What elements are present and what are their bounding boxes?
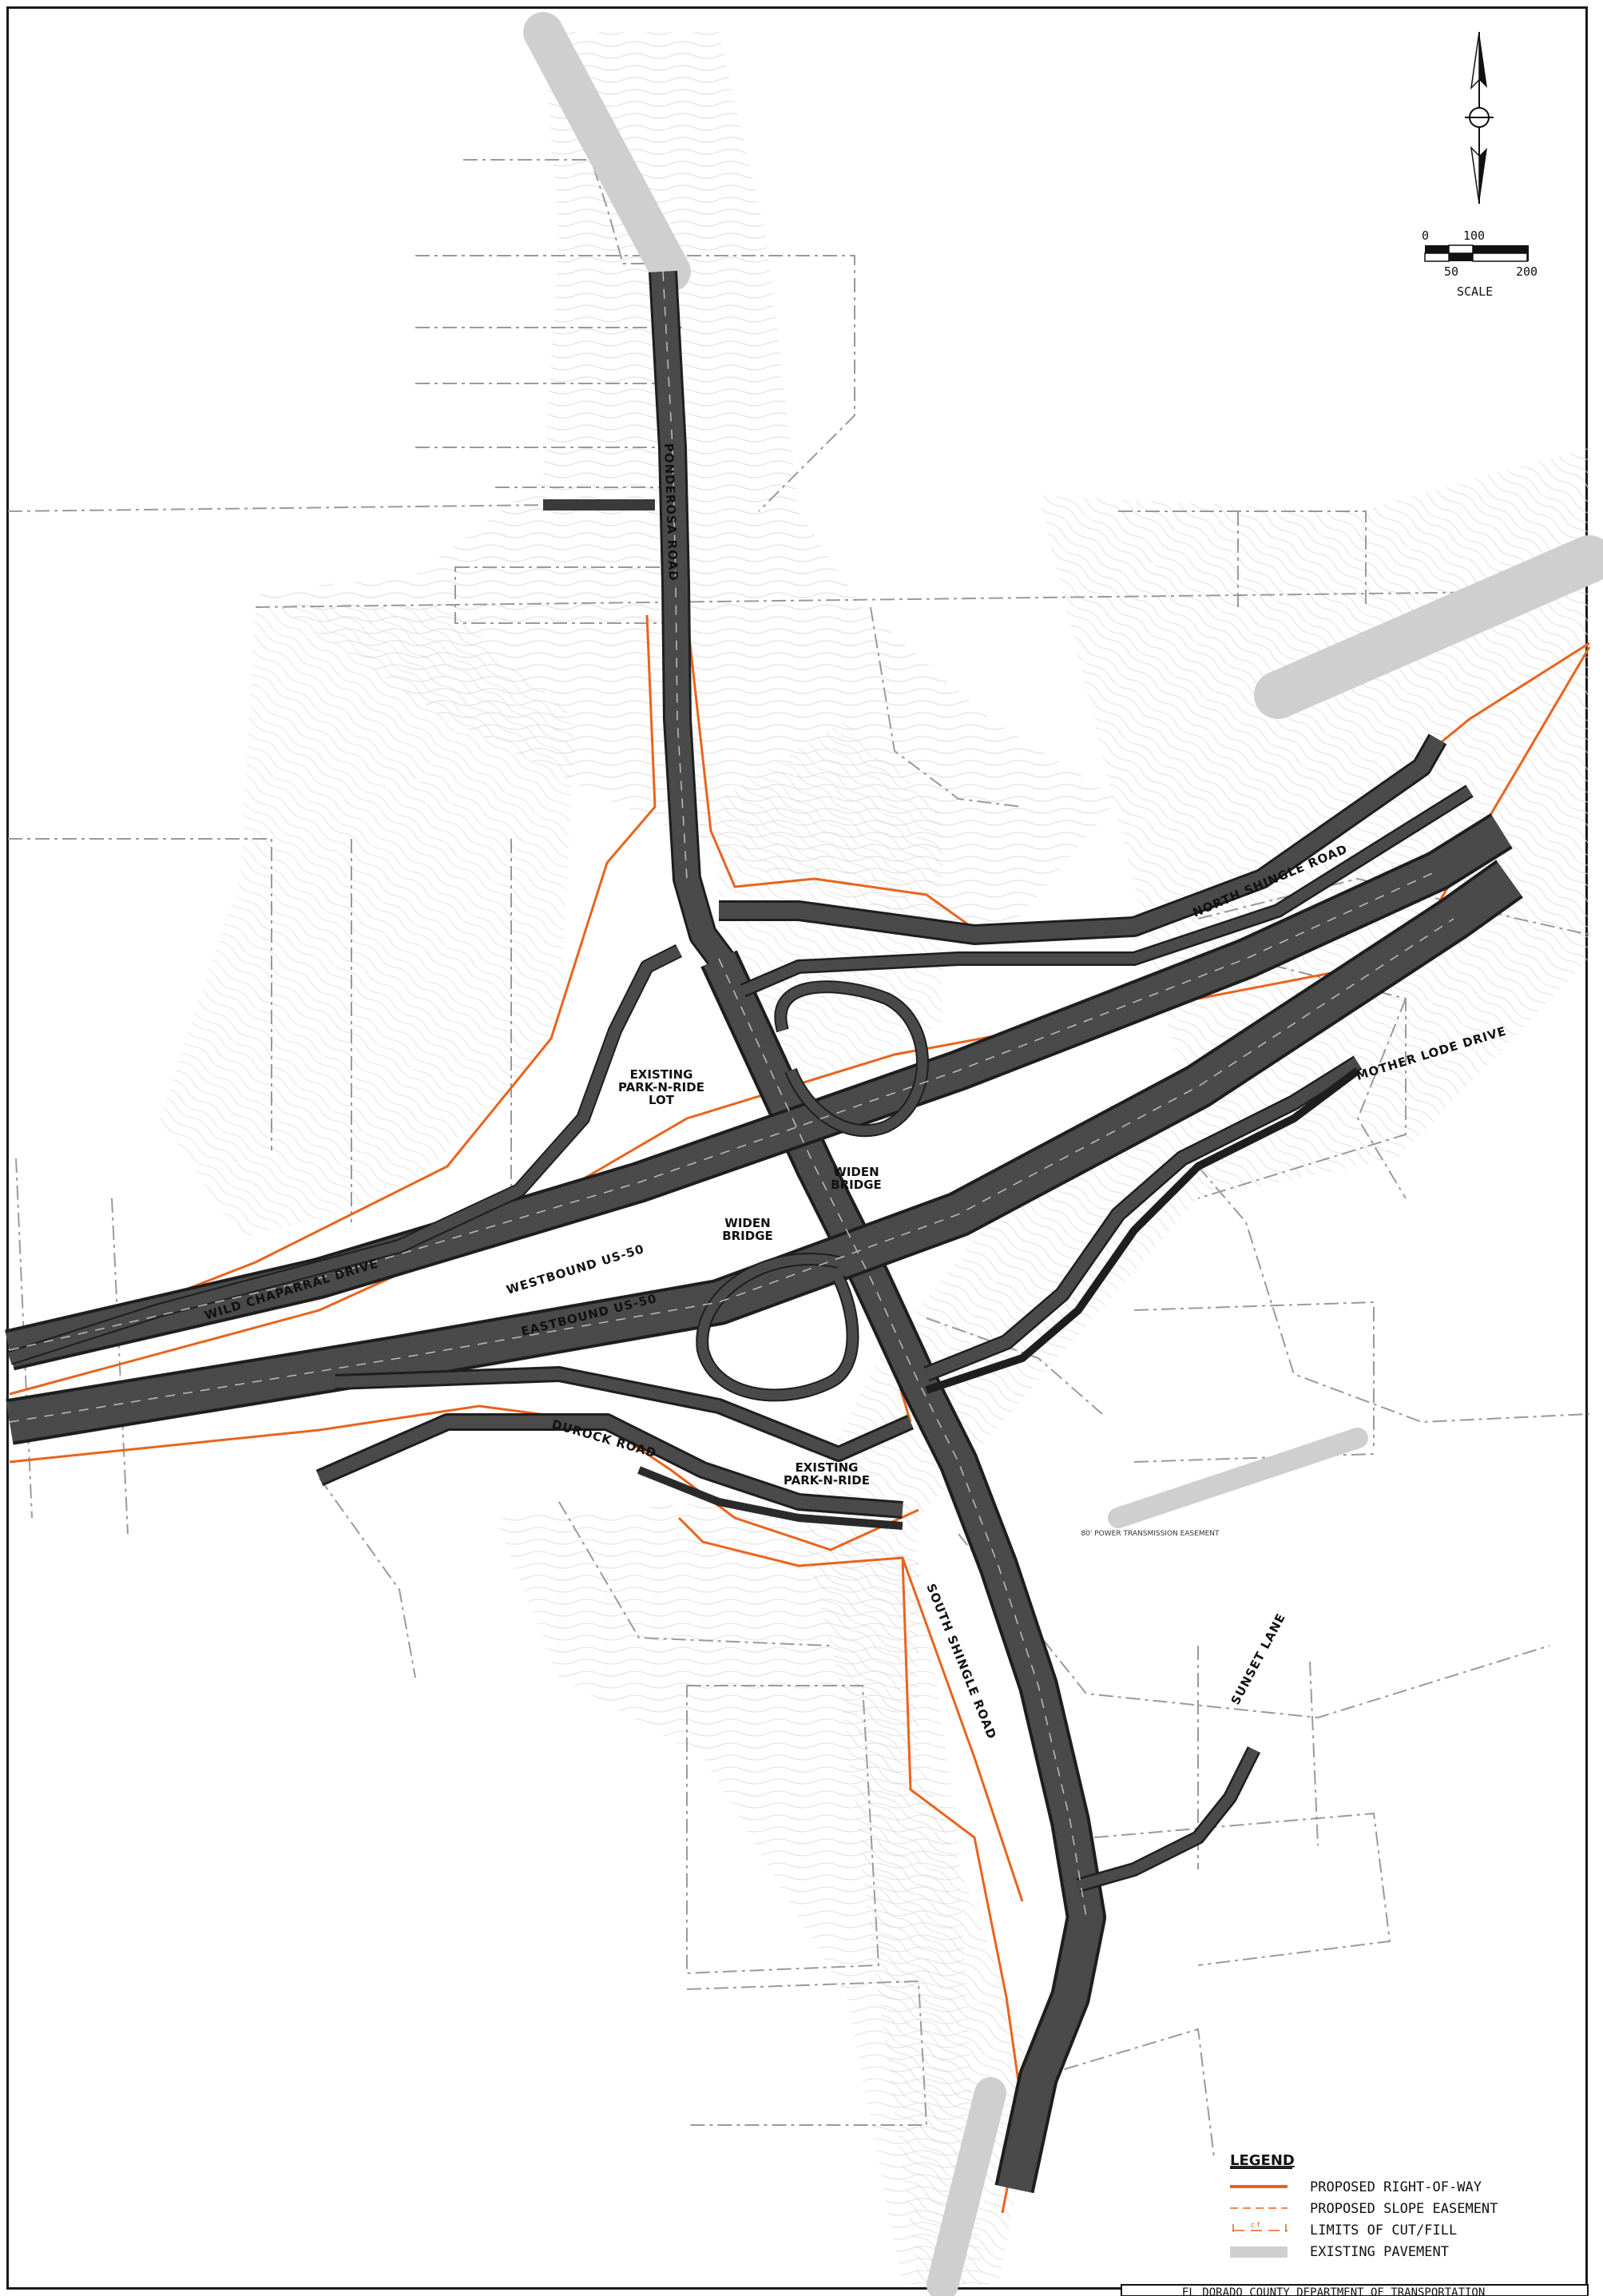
lane-stripe (9, 870, 1438, 1351)
parcel-line (1197, 877, 1590, 935)
title-block-text: EL DORADO COUNTY DEPARTMENT OF TRANSPORT… (1182, 2286, 1485, 2296)
road-ramp-southwest-fill (335, 1368, 913, 1460)
parcel-line (1038, 2028, 1215, 2158)
topography (160, 32, 1589, 2285)
label-widen-bridge-2b: BRIDGE (722, 1229, 773, 1243)
parcel-line (319, 1477, 831, 1678)
existing-pavement-strip (926, 2077, 1006, 2296)
scale-tick-200: 200 (1516, 264, 1538, 279)
scale-tick-100: 100 (1463, 228, 1485, 243)
label-widen-bridge-1a: WIDEN (833, 1165, 879, 1179)
label-westbound-us50: WESTBOUND US-50 (505, 1241, 646, 1297)
road-sunset-lane (1076, 1746, 1261, 1893)
parcel-line (1093, 1812, 1391, 1966)
parcel-line (7, 502, 688, 512)
existing-pavement (523, 12, 1603, 2296)
road-mother-lode-fill (924, 1057, 1361, 1380)
north-arrow-icon (1465, 31, 1494, 205)
lane-stripe (9, 918, 1454, 1423)
area-labels: EXISTING PARK-N-RIDE LOT WIDEN BRIDGE WI… (618, 1067, 1220, 1538)
scale-tick-0: 0 (1422, 228, 1429, 243)
parcel-line (1197, 1166, 1590, 1424)
scale-tick-50: 50 (1444, 264, 1458, 279)
label-widen-bridge-1b: BRIDGE (831, 1178, 882, 1192)
scale-label: SCALE (1457, 284, 1493, 299)
label-power-easement: 80' POWER TRANSMISSION EASEMENT (1081, 1530, 1220, 1538)
parcel-line (1356, 998, 1407, 1199)
legend-fill-symbol: f (1257, 2222, 1260, 2230)
parcel-line (415, 255, 855, 512)
title-block: EL DORADO COUNTY DEPARTMENT OF TRANSPORT… (1121, 2284, 1589, 2296)
road-wild-chaparral-fill (7, 945, 682, 1364)
parcel-line (255, 590, 1566, 608)
road-loop-south-fill (697, 1254, 858, 1400)
parcel-line (8, 838, 272, 1150)
label-existing-park-n-ride: EXISTING (796, 1460, 859, 1475)
road-ramp-northeast-fill (740, 786, 1473, 995)
lane-stripe (718, 958, 1087, 1918)
road-mother-lode-2 (925, 1067, 1360, 1394)
existing-pavement-strip (1108, 1428, 1368, 1528)
legend-item-row: PROPOSED RIGHT-OF-WAY (1310, 2179, 1482, 2195)
lane-stripe (662, 271, 688, 880)
legend-item-slope: PROPOSED SLOPE EASEMENT (1310, 2201, 1498, 2217)
legend-item-cut-fill: LIMITS OF CUT/FILL (1310, 2223, 1457, 2238)
label-sunset-lane: SUNSET LANE (1228, 1611, 1289, 1707)
row-line (677, 1516, 1024, 1902)
label-existing-lot: EXISTING (630, 1067, 693, 1082)
lane-stripes (9, 271, 1454, 1918)
legend-item-pavement: EXISTING PAVEMENT (1310, 2244, 1449, 2260)
label-widen-bridge-2a: WIDEN (724, 1216, 770, 1230)
label-park-n-ride-lot: PARK-N-RIDE (618, 1080, 704, 1094)
parcel-line (926, 1317, 1103, 1415)
road-loop-north-fill (776, 982, 927, 1136)
existing-pavement-strip (523, 12, 691, 292)
parcel-line (870, 606, 1023, 808)
existing-pavement-strip (1254, 535, 1603, 719)
road-park-n-ride-south (637, 1466, 903, 1530)
drawing-border (6, 6, 1588, 2290)
contour-area-west (160, 607, 575, 1238)
parcel-line (1197, 1646, 1319, 1869)
contour-area-south (495, 1502, 982, 2285)
parcel-line (686, 1685, 880, 1975)
legend-cut-symbol: c (1251, 2222, 1255, 2230)
parcel-line (415, 327, 687, 488)
road-north-shingle-fill (719, 735, 1445, 943)
legend: LEGEND PROPOSED RIGHT-OF-WAY PROPOSED SL… (1230, 2152, 1498, 2260)
row-line (685, 614, 983, 936)
parcel-line (351, 839, 512, 1222)
parcel-line (1118, 510, 1367, 607)
row-line (9, 614, 657, 1360)
scale-bar: 0 100 50 200 SCALE (1422, 228, 1538, 299)
legend-swatch-cut-fill: c f (1232, 2222, 1288, 2232)
road-durock-fill (316, 1416, 903, 1516)
label-park-n-ride: PARK-N-RIDE (784, 1473, 870, 1488)
legend-swatch-pavement (1230, 2246, 1288, 2258)
road-sunset-lane-fill (1077, 1747, 1259, 1891)
row-line (9, 1404, 919, 1551)
legend-title: LEGEND (1230, 2152, 1295, 2169)
label-lot: LOT (649, 1093, 675, 1107)
parcel-line (686, 1980, 928, 2126)
parcel-line (15, 1158, 129, 1535)
